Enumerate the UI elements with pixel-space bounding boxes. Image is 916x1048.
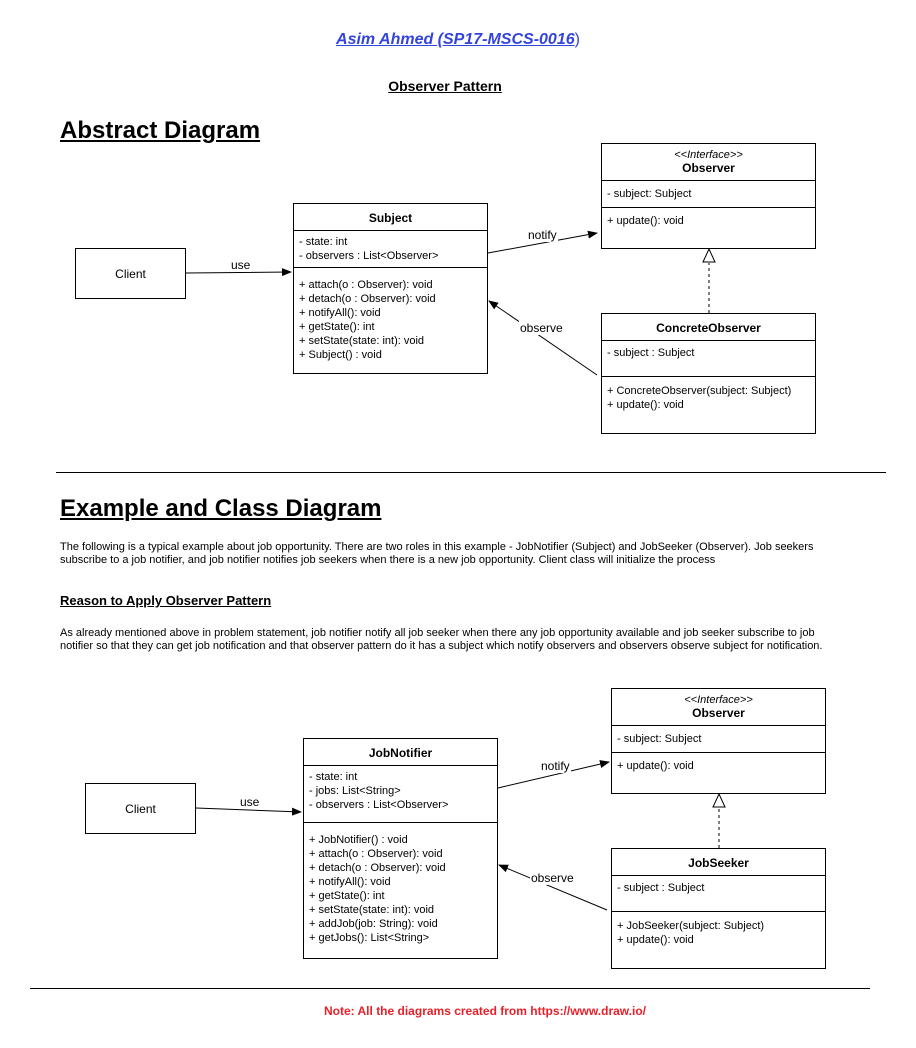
reason-text: As already mentioned above in problem st… <box>60 627 823 652</box>
attributes-section: - state: int - jobs: List<String> - observ… <box>304 765 497 822</box>
methods-section: + JobSeeker(subject: Subject) + update():… <box>612 911 825 951</box>
class-name: JobNotifier <box>368 746 433 760</box>
member-line: + update(): void <box>617 760 694 772</box>
methods-section: + update(): void <box>612 752 825 777</box>
reason-heading: Reason to Apply Observer Pattern <box>60 593 272 608</box>
notify-arrow-example <box>497 760 610 789</box>
class-name: Subject <box>368 211 413 225</box>
realization-head-abstract <box>702 247 716 263</box>
member-line: - observers : List<Observer> <box>299 250 439 262</box>
member-line: + attach(o : Observer): void <box>299 279 433 291</box>
class-name: Observer <box>682 161 735 175</box>
member-line: + ConcreteObserver(subject: Subject) <box>607 385 792 397</box>
member-line: + getState(): int <box>309 890 385 902</box>
client-label: Client <box>115 266 146 281</box>
member-line: + JobNotifier() : void <box>309 834 408 846</box>
observer-interface-box: <<Interface>> Observer - subject: Subjec… <box>601 143 816 249</box>
observe-label-abstract: observe <box>519 321 564 335</box>
class-name: ConcreteObserver <box>656 321 761 335</box>
member-line: + update(): void <box>607 399 684 411</box>
member-line: + setState(state: int): void <box>309 904 435 916</box>
observer-interface-box-example: <<Interface>> Observer - subject: Subjec… <box>611 688 826 794</box>
footer-divider <box>30 988 870 989</box>
attributes-section: - subject : Subject <box>602 340 815 376</box>
concrete-observer-box: ConcreteObserver - subject : Subject + C… <box>601 313 816 434</box>
member-line: - state: int <box>299 236 348 248</box>
member-line: + JobSeeker(subject: Subject) <box>617 920 765 932</box>
example-description: The following is a typical example about… <box>60 541 814 566</box>
class-header: <<Interface>> Observer <box>602 144 815 180</box>
client-box-example: Client <box>85 783 196 834</box>
footer-note: Note: All the diagrams created from http… <box>323 1004 647 1018</box>
member-line: + detach(o : Observer): void <box>309 862 446 874</box>
observe-label-example: observe <box>530 871 575 885</box>
member-line: - subject: Subject <box>607 188 692 200</box>
class-header: <<Interface>> Observer <box>612 689 825 725</box>
member-line: + getJobs(): List<String> <box>309 932 430 944</box>
use-arrow-abstract <box>185 268 292 277</box>
member-line: + addJob(job: String): void <box>309 918 438 930</box>
attributes-section: - subject: Subject <box>602 180 815 207</box>
author-link[interactable]: Asim Ahmed (SP17-MSCS-0016 <box>336 31 575 48</box>
member-line: - subject : Subject <box>617 882 705 894</box>
use-label-abstract: use <box>230 258 252 272</box>
author-paren: ) <box>574 31 580 48</box>
observe-arrow-abstract <box>488 300 598 376</box>
example-title: Example and Class Diagram <box>60 495 382 522</box>
methods-section: + ConcreteObserver(subject: Subject) + up… <box>602 376 815 416</box>
attributes-section: - subject : Subject <box>612 875 825 911</box>
client-label: Client <box>125 801 156 816</box>
notify-label-example: notify <box>540 759 571 773</box>
abstract-diagram-title: Abstract Diagram <box>60 117 261 144</box>
client-box-abstract: Client <box>75 248 186 299</box>
subject-class-box: Subject - state: int - observers : List<O… <box>293 203 488 374</box>
notify-label-abstract: notify <box>527 228 558 242</box>
stereotype-label: <<Interface>> <box>674 149 743 161</box>
class-name: JobSeeker <box>688 856 749 870</box>
member-line: + update(): void <box>607 215 684 227</box>
member-line: + notifyAll(): void <box>309 876 391 888</box>
methods-section: + update(): void <box>602 207 815 232</box>
member-line: + update(): void <box>617 934 694 946</box>
methods-section: + JobNotifier() : void + attach(o : Obser… <box>304 822 497 949</box>
member-line: + attach(o : Observer): void <box>309 848 443 860</box>
member-line: - state: int <box>309 771 358 783</box>
member-line: - subject : Subject <box>607 347 695 359</box>
class-name: Observer <box>692 706 745 720</box>
job-seeker-class-box: JobSeeker - subject : Subject + JobSeeke… <box>611 848 826 969</box>
job-notifier-class-box: JobNotifier - state: int - jobs: List<Str… <box>303 738 498 959</box>
member-line: - subject: Subject <box>617 733 702 745</box>
attributes-section: - subject: Subject <box>612 725 825 752</box>
notify-arrow-abstract <box>487 230 598 254</box>
member-line: + setState(state: int): void <box>299 335 425 347</box>
use-arrow-example <box>195 807 302 816</box>
member-line: + notifyAll(): void <box>299 307 381 319</box>
member-line: - jobs: List<String> <box>309 785 401 797</box>
use-label-example: use <box>239 795 261 809</box>
member-line: + Subject() : void <box>299 349 382 361</box>
attributes-section: - state: int - observers : List<Observer> <box>294 230 487 267</box>
realization-head-example <box>712 792 726 808</box>
stereotype-label: <<Interface>> <box>684 694 753 706</box>
member-line: - observers : List<Observer> <box>309 799 449 811</box>
section-divider <box>56 472 886 473</box>
pattern-title: Observer Pattern <box>388 78 502 94</box>
member-line: + getState(): int <box>299 321 375 333</box>
observe-arrow-example <box>498 864 608 911</box>
member-line: + detach(o : Observer): void <box>299 293 436 305</box>
author-line: Asim Ahmed (SP17-MSCS-0016) <box>0 31 916 49</box>
methods-section: + attach(o : Observer): void + detach(o :… <box>294 267 487 366</box>
